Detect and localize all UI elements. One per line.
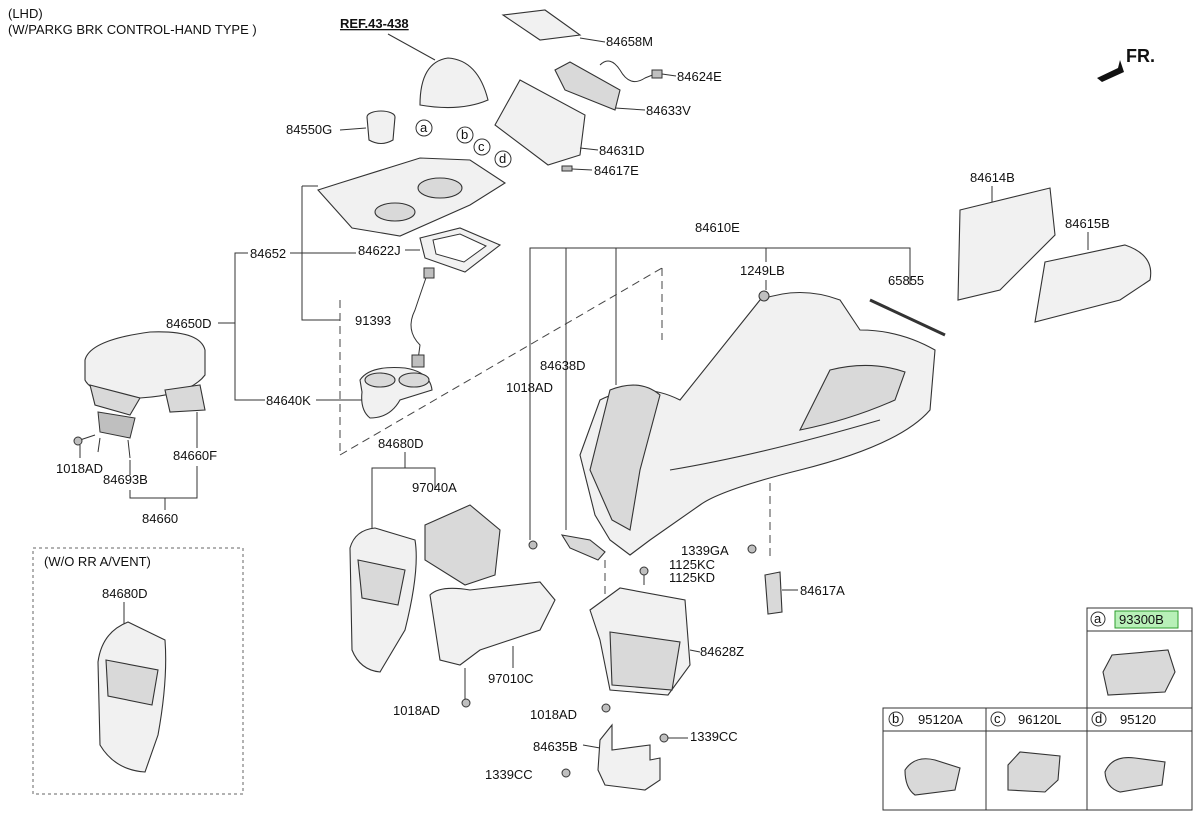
callout-c-letter: c (478, 139, 485, 154)
console-upper-84652[interactable] (317, 157, 507, 237)
bracket-84617A[interactable] (764, 571, 783, 615)
label-84624E[interactable]: 84624E (677, 69, 722, 84)
inset-box (32, 547, 244, 795)
front-arrow-icon (1097, 60, 1124, 82)
label-84635B[interactable]: 84635B (533, 739, 578, 754)
label-1018AD-bottom1[interactable]: 1018AD (393, 703, 440, 718)
label-84650D[interactable]: 84650D (166, 316, 212, 331)
inset-title: (W/O RR A/VENT) (44, 554, 151, 569)
cup-holder-84640K[interactable] (359, 366, 433, 419)
jack-96120L[interactable] (1007, 751, 1061, 793)
label-84631D[interactable]: 84631D (599, 143, 645, 158)
header-line-2: (W/PARKG BRK CONTROL-HAND TYPE ) (8, 22, 257, 37)
label-84680D-inset[interactable]: 84680D (102, 586, 148, 601)
vent-97040A[interactable] (424, 504, 501, 586)
callout-d-letter: d (499, 151, 506, 166)
bin-84628Z[interactable] (589, 587, 691, 696)
bracket-84635B[interactable] (597, 723, 661, 791)
header-line-1: (LHD) (8, 6, 43, 21)
callout-a-letter: a (420, 120, 428, 135)
label-84617E[interactable]: 84617E (594, 163, 639, 178)
label-84680D-top[interactable]: 84680D (378, 436, 424, 451)
callout-c[interactable] (473, 138, 491, 156)
label-84628Z[interactable]: 84628Z (700, 644, 744, 659)
rod-65855[interactable] (869, 298, 946, 337)
label-1339CC-right[interactable]: 1339CC (690, 729, 738, 744)
legend-c-letter: c (994, 711, 1001, 726)
bracket-84633V[interactable] (554, 61, 621, 111)
legend-c-circle (990, 711, 1006, 727)
label-97040A[interactable]: 97040A (412, 480, 457, 495)
switch-93300B[interactable] (1102, 649, 1176, 696)
label-91393[interactable]: 91393 (355, 313, 391, 328)
label-84617A[interactable]: 84617A (800, 583, 845, 598)
label-84640K[interactable]: 84640K (266, 393, 311, 408)
reference-link[interactable]: REF.43-438 (340, 16, 409, 31)
socket-95120A[interactable] (904, 758, 961, 796)
legend-d-part[interactable]: 95120 (1120, 712, 1156, 727)
label-84614B[interactable]: 84614B (970, 170, 1015, 185)
label-84638D[interactable]: 84638D (540, 358, 586, 373)
legend-a-highlight (1114, 610, 1179, 629)
legend-b-letter: b (892, 711, 899, 726)
panel-84631D[interactable] (494, 79, 586, 166)
label-84658M[interactable]: 84658M (606, 34, 653, 49)
wiring-91393[interactable] (410, 271, 429, 361)
label-84622J[interactable]: 84622J (358, 243, 401, 258)
legend-c-part[interactable]: 96120L (1018, 712, 1061, 727)
front-indicator: FR. (1126, 46, 1155, 66)
callout-a[interactable] (415, 119, 433, 137)
legend-b-circle (888, 711, 904, 727)
cup-insert-84550G[interactable] (366, 110, 396, 145)
clip-84638D[interactable] (560, 534, 606, 561)
label-1339CC-left[interactable]: 1339CC (485, 767, 533, 782)
label-84610E[interactable]: 84610E (695, 220, 740, 235)
socket-95120[interactable] (1104, 757, 1166, 793)
label-1125KD[interactable]: 1125KD (669, 570, 715, 585)
label-1018AD-mid[interactable]: 1018AD (506, 380, 553, 395)
clip-1249LB[interactable] (758, 290, 770, 302)
callout-b[interactable] (456, 126, 474, 144)
callout-b-letter: b (461, 127, 468, 142)
legend-a-part[interactable]: 93300B (1119, 612, 1164, 627)
label-1018AD-left[interactable]: 1018AD (56, 461, 103, 476)
legend-a-circle (1090, 611, 1106, 627)
label-84660F[interactable]: 84660F (173, 448, 217, 463)
label-65855[interactable]: 65855 (888, 273, 924, 288)
cover-84615B[interactable] (1034, 244, 1152, 323)
main-console-84610E[interactable] (579, 291, 936, 556)
label-97010C[interactable]: 97010C (488, 671, 534, 686)
label-84652[interactable]: 84652 (250, 246, 286, 261)
label-84550G[interactable]: 84550G (286, 122, 332, 137)
legend-table (882, 607, 1193, 811)
label-1018AD-bottom2[interactable]: 1018AD (530, 707, 577, 722)
label-1125KC[interactable]: 1125KC (669, 557, 715, 572)
part-84660F[interactable] (164, 384, 206, 413)
pad-84658M[interactable] (501, 9, 582, 41)
label-84660[interactable]: 84660 (142, 511, 178, 526)
armrest-84660[interactable] (84, 331, 206, 459)
label-1249LB[interactable]: 1249LB (740, 263, 785, 278)
legend-d-circle (1091, 711, 1107, 727)
callout-d[interactable] (494, 150, 512, 168)
ref-leader (387, 33, 436, 61)
label-1339GA[interactable]: 1339GA (681, 543, 729, 558)
legend-b-part[interactable]: 95120A (918, 712, 963, 727)
label-84633V[interactable]: 84633V (646, 103, 691, 118)
legend-a-letter: a (1094, 611, 1102, 626)
label-84693B[interactable]: 84693B (103, 472, 148, 487)
duct-97010C[interactable] (429, 581, 556, 666)
panel-84614B[interactable] (957, 187, 1056, 301)
shift-boot[interactable] (419, 57, 489, 109)
legend-d-letter: d (1095, 711, 1102, 726)
harness-84624E[interactable] (599, 60, 656, 83)
label-84615B[interactable]: 84615B (1065, 216, 1110, 231)
